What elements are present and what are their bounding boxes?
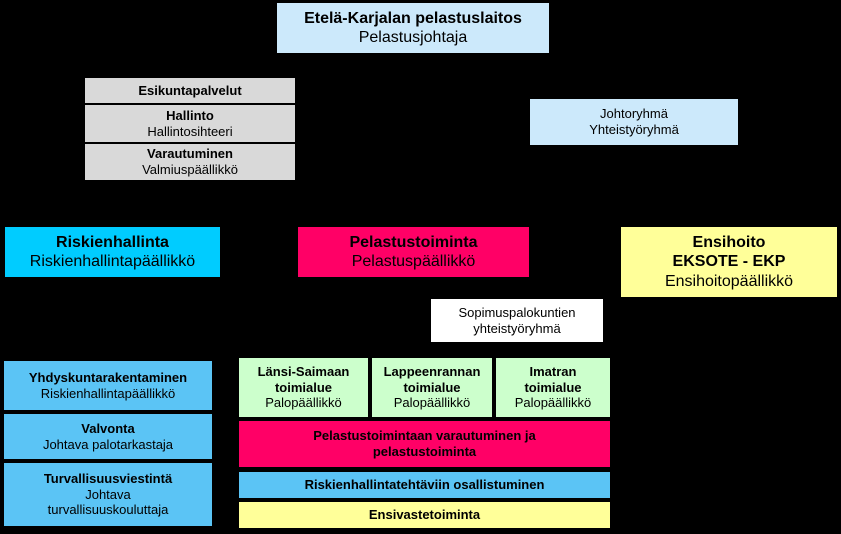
groups-line2: Yhteistyöryhmä <box>589 122 679 137</box>
band-first-response: Ensivastetoiminta <box>238 501 611 529</box>
area-lappeenranta-sub: Palopäällikkö <box>393 395 471 411</box>
band-risk-participation-label: Riskienhallintatehtäviin osallistuminen <box>304 477 545 493</box>
prep-title: Varautuminen <box>147 146 233 162</box>
band-first-response-label: Ensivastetoiminta <box>368 507 481 523</box>
ems-title1: Ensihoito <box>692 234 766 252</box>
area-imatra: Imatran toimialue Palopäällikkö <box>495 357 611 418</box>
ems-sub: Ensihoitopäällikkö <box>664 272 794 290</box>
prep-sub: Valmiuspäällikkö <box>142 162 238 177</box>
staff-header-box: Esikuntapalvelut <box>84 77 296 104</box>
rescue-box: Pelastustoiminta Pelastuspäällikkö <box>297 226 530 278</box>
risk-unit-supervision-sub: Johtava palotarkastaja <box>42 436 174 452</box>
area-imatra-sub: Palopäällikkö <box>514 395 592 411</box>
risk-sub: Riskienhallintapäällikkö <box>29 253 196 270</box>
band-rescue-prep-line2: pelastustoiminta <box>372 444 477 459</box>
top-subtitle: Pelastusjohtaja <box>358 29 468 46</box>
risk-box: Riskienhallinta Riskienhallintapäällikkö <box>4 226 221 278</box>
contract-line2: yhteistyöryhmä <box>473 320 561 336</box>
top-box: Etelä-Karjalan pelastuslaitos Pelastusjo… <box>276 2 550 54</box>
area-lansi-saimaa: Länsi-Saimaan toimialue Palopäällikkö <box>238 357 369 418</box>
prep-box: Varautuminen Valmiuspäällikkö <box>84 143 296 181</box>
risk-unit-supervision: Valvonta Johtava palotarkastaja <box>3 413 213 460</box>
rescue-title: Pelastustoiminta <box>349 233 478 251</box>
band-risk-participation: Riskienhallintatehtäviin osallistuminen <box>238 471 611 499</box>
top-title: Etelä-Karjalan pelastuslaitos <box>304 9 522 27</box>
risk-unit-communication-title: Turvallisuusviestintä <box>43 471 173 487</box>
area-imatra-title1: Imatran <box>529 364 577 380</box>
area-lansi-saimaa-title2: toimialue <box>274 379 333 395</box>
rescue-sub: Pelastuspäällikkö <box>351 253 476 270</box>
staff-header: Esikuntapalvelut <box>138 82 242 98</box>
contract-box: Sopimuspalokuntien yhteistyöryhmä <box>430 298 604 343</box>
area-lansi-saimaa-sub: Palopäällikkö <box>265 395 342 411</box>
area-lansi-saimaa-title1: Länsi-Saimaan <box>257 364 350 380</box>
area-lappeenranta: Lappeenrannan toimialue Palopäällikkö <box>371 357 493 418</box>
groups-box: Johtoryhmä Yhteistyöryhmä <box>529 98 739 146</box>
risk-unit-communication-sub2: turvallisuuskouluttaja <box>47 502 169 518</box>
admin-sub: Hallintosihteeri <box>147 123 233 139</box>
ems-title2: EKSOTE - EKP <box>672 253 786 271</box>
risk-unit-planning-sub: Riskienhallintapäällikkö <box>40 385 176 401</box>
band-rescue-prep: Pelastustoimintaan varautuminen ja pelas… <box>238 420 611 468</box>
area-lappeenranta-title2: toimialue <box>403 379 461 395</box>
risk-unit-supervision-title: Valvonta <box>81 420 135 436</box>
area-lappeenranta-title1: Lappeenrannan <box>383 364 481 380</box>
groups-line1: Johtoryhmä <box>600 106 668 122</box>
admin-title: Hallinto <box>166 107 214 123</box>
risk-unit-planning: Yhdyskuntarakentaminen Riskienhallintapä… <box>3 360 213 411</box>
area-imatra-title2: toimialue <box>524 379 582 395</box>
ems-box: Ensihoito EKSOTE - EKP Ensihoitopäällikk… <box>620 226 838 298</box>
risk-unit-communication-sub1: Johtava <box>85 486 131 502</box>
risk-unit-planning-title: Yhdyskuntarakentaminen <box>28 369 188 385</box>
band-rescue-prep-line1: Pelastustoimintaan varautuminen ja <box>313 428 536 444</box>
admin-box: Hallinto Hallintosihteeri <box>84 104 296 143</box>
contract-line1: Sopimuspalokuntien <box>458 304 576 320</box>
risk-unit-communication: Turvallisuusviestintä Johtava turvallisu… <box>3 462 213 527</box>
risk-title: Riskienhallinta <box>56 233 169 251</box>
